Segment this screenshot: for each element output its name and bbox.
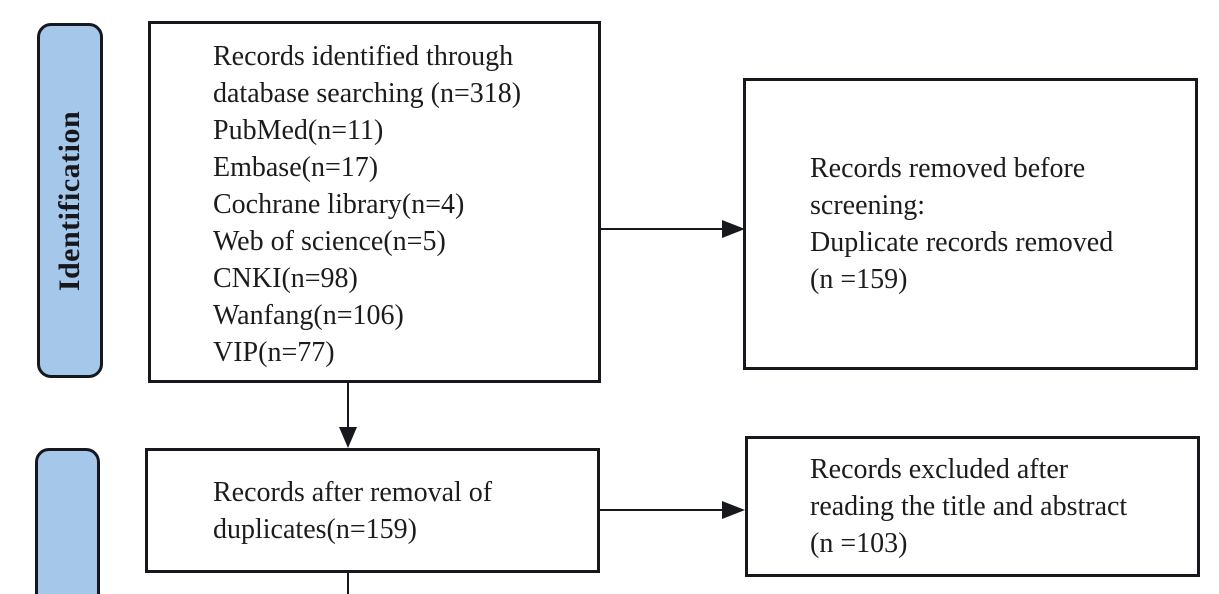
box-line: Cochrane library(n=4): [213, 189, 465, 220]
box-line: Duplicate records removed: [810, 227, 1114, 258]
box-after-duplicates: Records after removal of duplicates(n=15…: [145, 448, 600, 573]
box-line: screening:: [810, 190, 926, 221]
box-line: Records excluded after: [810, 454, 1069, 485]
box-line: Embase(n=17): [213, 152, 379, 183]
box-line: (n =159): [810, 264, 908, 295]
box-line: PubMed(n=11): [213, 115, 384, 146]
box-records-identified: Records identified through database sear…: [148, 21, 601, 383]
box-line: Records after removal of: [213, 476, 493, 508]
box-line: Records removed before: [810, 153, 1086, 184]
box-line: (n =103): [810, 528, 908, 559]
box-line: VIP(n=77): [213, 337, 335, 368]
box-records-excluded: Records excluded after reading the title…: [745, 436, 1200, 577]
box-line: duplicates(n=159): [213, 513, 417, 545]
box-line: CNKI(n=98): [213, 263, 358, 294]
arrow-identified-to-removed: [601, 220, 745, 238]
box-line: Records identified through: [213, 41, 514, 72]
box-line: Wanfang(n=106): [213, 300, 404, 331]
box-line: reading the title and abstract: [810, 491, 1128, 522]
box-records-removed: Records removed before screening: Duplic…: [743, 78, 1198, 370]
arrow-identified-to-duplicates: [339, 383, 357, 448]
arrow-duplicates-to-excluded: [600, 501, 745, 519]
stage-identification: Identification: [37, 23, 103, 378]
box-line: database searching (n=318): [213, 78, 522, 109]
box-line: Web of science(n=5): [213, 226, 446, 257]
stage-identification-label: Identification: [53, 110, 86, 291]
stage-next-partial: [35, 448, 100, 594]
